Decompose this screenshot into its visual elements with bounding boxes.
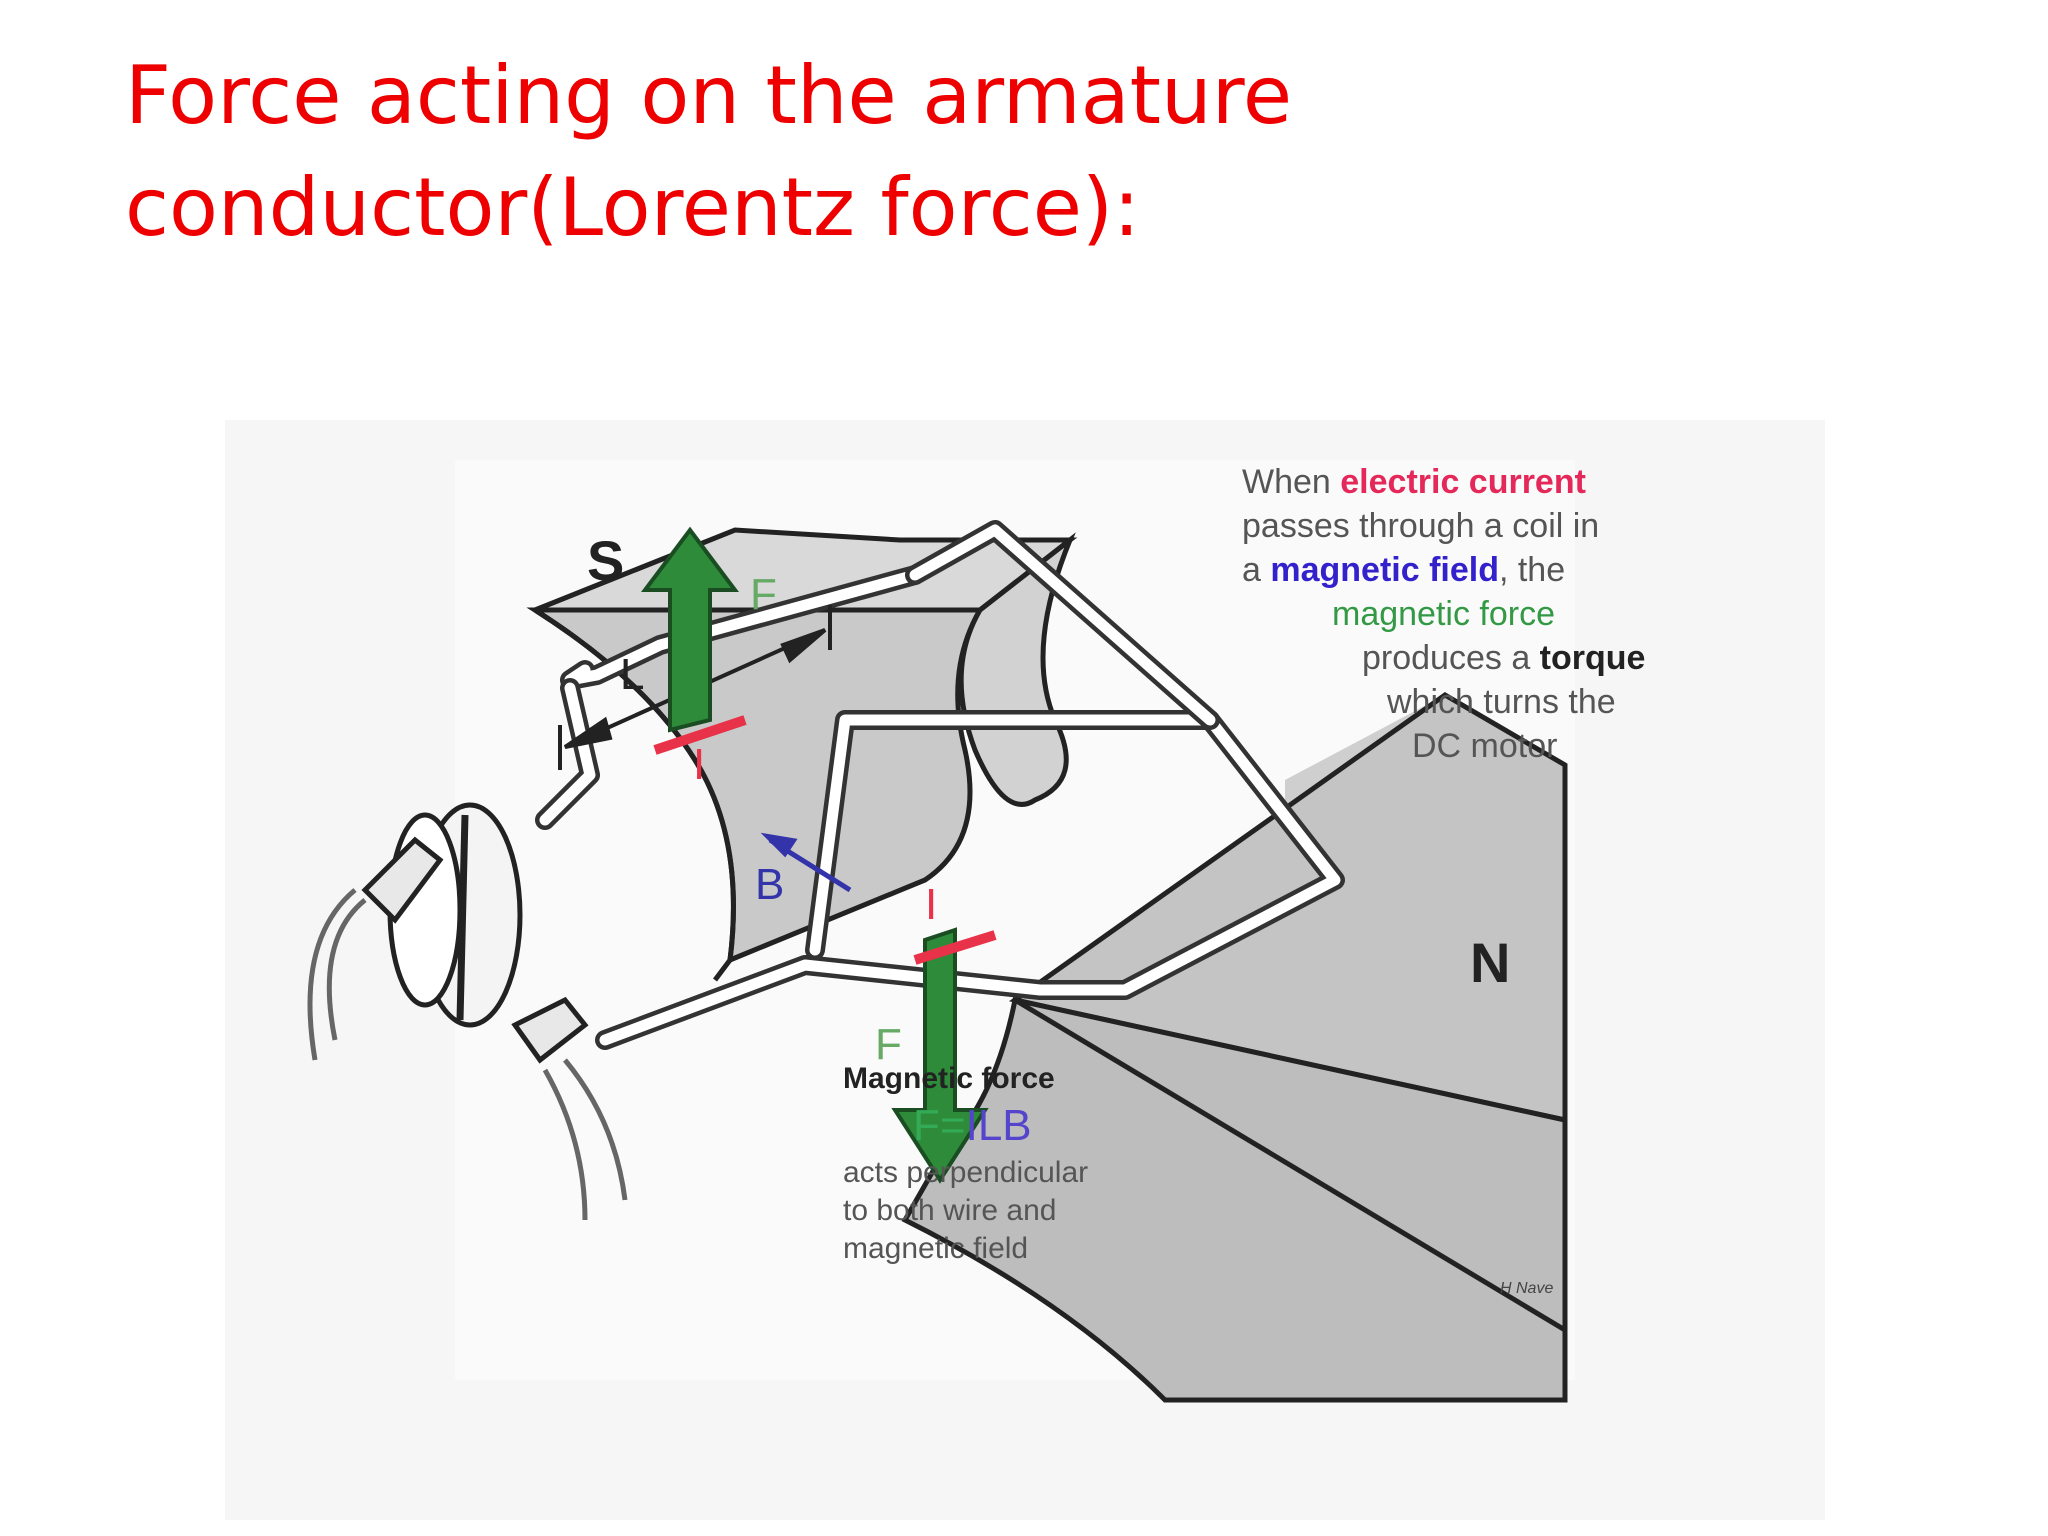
armature-coil: [535, 520, 1345, 1050]
length-label: L: [620, 650, 645, 699]
force-arrow-down: [891, 927, 989, 1184]
diagram-drawing: [225, 420, 1825, 1520]
current-label-bottom: I: [925, 880, 938, 929]
field-arrow: [760, 832, 852, 893]
formula: F=ILB: [913, 1101, 1032, 1150]
force-label-top: F: [750, 570, 777, 619]
lorentz-force-diagram: S N F F I I L B H Nave When electric cur…: [225, 420, 1825, 1520]
south-pole-label: S: [587, 529, 625, 592]
signature-label: H Nave: [1500, 1280, 1554, 1297]
force-arrow-up: [641, 526, 739, 733]
current-marker-bottom: [913, 930, 997, 965]
field-label: B: [755, 860, 785, 909]
slide-title: Force acting on the armature conductor(L…: [125, 49, 1293, 254]
force-label-bottom: F: [875, 1020, 902, 1069]
current-marker-top: [653, 715, 747, 755]
north-pole-label: N: [1470, 931, 1511, 994]
explanation-note: When electric current passes through a c…: [1242, 463, 1646, 765]
current-label-top: I: [693, 740, 706, 789]
commutator: [307, 802, 628, 1221]
formula-note: Magnetic force F=ILB acts perpendicular …: [843, 1060, 1183, 1268]
south-pole-magnet: [526, 527, 1078, 982]
